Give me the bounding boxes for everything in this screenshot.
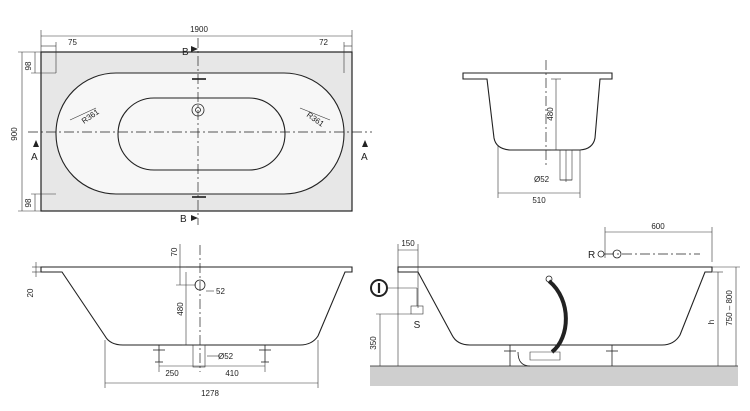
dim-750-800: 750 – 800 (725, 290, 734, 326)
section-a-right: A (361, 152, 368, 163)
dim-1278: 1278 (201, 389, 219, 398)
section-a-left: A (31, 152, 38, 163)
label-h: h (707, 320, 716, 324)
dim-98-bottom: 98 (24, 198, 33, 207)
label-r: R (588, 250, 595, 261)
install-view: 150 600 R S 350 h 750 – 800 (369, 222, 740, 386)
section-a-view: 480 Ø52 510 (462, 60, 613, 205)
section-b-bottom: B (180, 214, 187, 225)
dim-900: 900 (10, 127, 19, 141)
dim-52: 52 (216, 287, 225, 296)
dim-480-side: 480 (176, 302, 185, 316)
dim-350: 350 (369, 336, 378, 350)
dim-75: 75 (68, 38, 77, 47)
dim-600: 600 (651, 222, 665, 231)
tub-basin-inner (117, 97, 286, 171)
dim-70: 70 (170, 247, 179, 256)
floor (370, 366, 738, 386)
dim-drain-section: Ø52 (534, 175, 550, 184)
dim-410: 410 (225, 369, 239, 378)
top-view: 1900 75 72 900 98 98 R361 R361 B B A A (10, 25, 372, 225)
dim-72: 72 (319, 38, 328, 47)
dim-510: 510 (532, 196, 546, 205)
label-s: S (414, 320, 421, 331)
dim-drain-side: Ø52 (218, 352, 234, 361)
install-profile (397, 266, 713, 346)
dim-480-section: 480 (546, 107, 555, 121)
dim-150: 150 (401, 239, 415, 248)
section-b-top: B (182, 47, 189, 58)
dim-1900: 1900 (190, 25, 208, 34)
section-a-profile (462, 72, 613, 151)
dim-20: 20 (26, 288, 35, 297)
dim-250: 250 (165, 369, 179, 378)
side-profile (40, 266, 353, 346)
dim-98-top: 98 (24, 61, 33, 70)
side-view: 20 70 480 52 Ø52 250 410 1278 (26, 244, 353, 398)
